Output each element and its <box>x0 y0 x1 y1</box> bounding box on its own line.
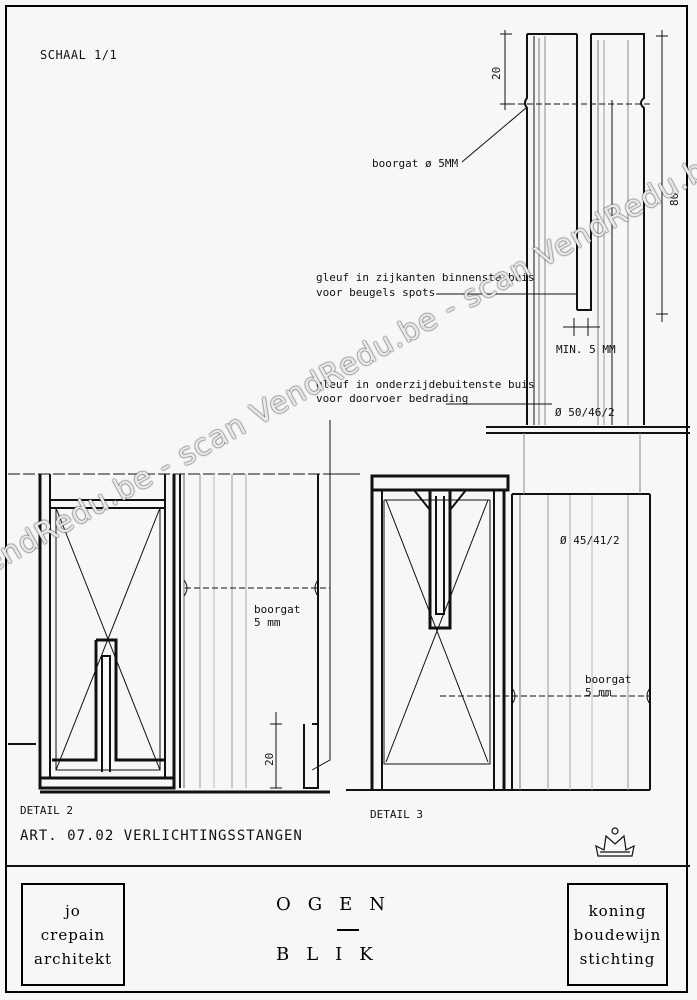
detail-2-label: DETAIL 2 <box>20 804 73 817</box>
diameter-50-label: Ø 50/46/2 <box>555 406 615 419</box>
detail-3-label: DETAIL 3 <box>370 808 423 821</box>
boorgat-detail2-line1: boorgat <box>254 603 301 616</box>
gleuf-zijkanten-line1: gleuf in zijkanten binnenste buis <box>316 271 535 284</box>
foundation-box: koning boudewijn stichting <box>567 883 668 986</box>
crown-icon <box>595 827 635 857</box>
sheet-border <box>5 5 688 993</box>
gleuf-onderzijde-line2: voor doorvoer bedrading <box>316 392 469 405</box>
gleuf-zijkanten-line2: voor beugels spots <box>316 286 436 299</box>
boorgat-detail3-line1: boorgat <box>585 673 632 686</box>
boorgat-detail2-line2: 5 mm <box>254 616 281 629</box>
blik-wordmark: BLIK <box>276 944 390 965</box>
scale-label: SCHAAL 1/1 <box>40 48 118 62</box>
detail-3-drawing <box>346 433 651 791</box>
dimension-20-top: 20 <box>490 66 503 80</box>
architect-line-2: crepain <box>40 925 106 944</box>
architect-line-3: architekt <box>34 949 112 968</box>
article-title: ART. 07.02 VERLICHTINGSSTANGEN <box>20 828 303 844</box>
foundation-line-1: koning <box>588 901 647 920</box>
diameter-45-label: Ø 45/41/2 <box>560 534 620 547</box>
ogen-wordmark: OGEN <box>276 894 403 915</box>
ogen-blik-dash <box>337 929 359 931</box>
gleuf-onderzijde-line1: gleuf in onderzijdebuitenste buis <box>316 378 535 391</box>
architect-line-1: jo <box>65 901 81 920</box>
architect-box: jo crepain architekt <box>21 883 125 986</box>
dimension-20-bottom: 20 <box>263 752 276 766</box>
foundation-line-3: stichting <box>579 949 656 968</box>
foundation-line-2: boudewijn <box>573 925 662 944</box>
boorgat-detail3-line2: 5 mm <box>585 686 612 699</box>
outer-tube-elevation <box>436 30 690 434</box>
min-5mm-label: MIN. 5 MM <box>556 343 616 356</box>
boorgat-5mm-label: boorgat ø 5MM <box>372 157 459 170</box>
detail-2-drawing <box>8 420 358 794</box>
